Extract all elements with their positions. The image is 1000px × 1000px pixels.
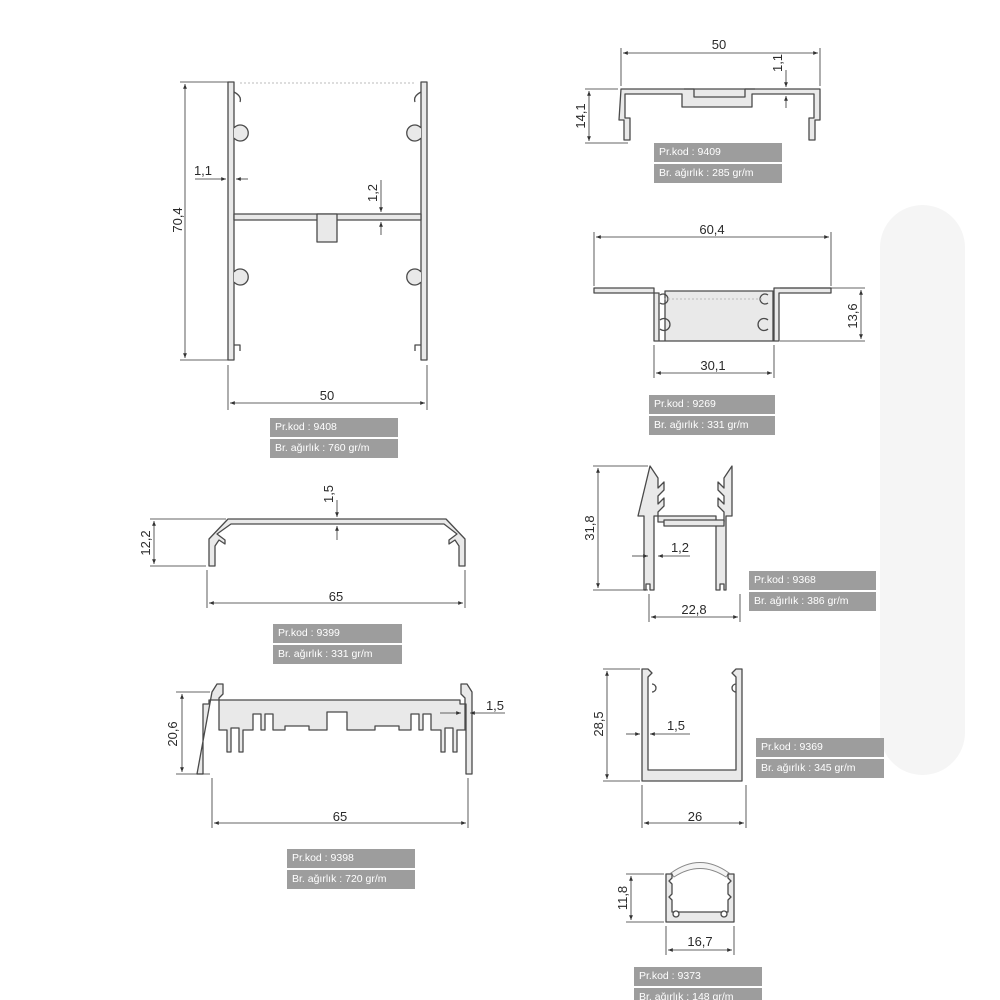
profile-9269: 60,4 13,6 30,1 <box>593 222 865 378</box>
profile-9398: 20,6 65 1,5 <box>165 683 505 828</box>
profile-9369-wall-dimension: 1,5 <box>667 718 685 733</box>
profile-9409-dimensions <box>585 48 821 144</box>
profile-9398-width-dimension: 65 <box>333 809 347 824</box>
profile-9269-top-width-dimension: 60,4 <box>699 222 724 237</box>
profile-9408-wall-dimension: 1,1 <box>194 163 212 178</box>
profile-9399: 12,2 65 1,5 <box>138 485 466 608</box>
profile-9399-shape <box>208 518 466 567</box>
unit-weight-label: Br. ağırlık : 331 gr/m <box>273 645 402 664</box>
product-code-label: Pr.kod : 9269 <box>649 395 775 414</box>
profile-9368-dimensions <box>593 465 741 622</box>
profile-9409-width-dimension: 50 <box>712 37 726 52</box>
profile-9373-height-dimension: 11,8 <box>615 886 630 910</box>
profile-9373-width-dimension: 16,7 <box>687 934 712 949</box>
product-code-label: Pr.kod : 9369 <box>756 738 884 757</box>
profile-9269-bottom-width-dimension: 30,1 <box>700 358 725 373</box>
profile-9269-shape <box>593 287 832 342</box>
profile-9373-diffuser <box>670 862 730 878</box>
product-code-label: Pr.kod : 9409 <box>654 143 782 162</box>
profile-9408-height-dimension: 70,4 <box>170 207 185 232</box>
profile-9399-dimensions <box>150 500 466 608</box>
profile-9373: 11,8 16,7 <box>615 862 735 955</box>
unit-weight-label: Br. ağırlık : 386 gr/m <box>749 592 876 611</box>
profile-9373-dimensions <box>626 873 735 955</box>
profile-9368-shape <box>637 465 733 591</box>
profile-9409-shape <box>618 88 821 141</box>
profile-9408-web-dimension: 1,2 <box>365 184 380 202</box>
unit-weight-label: Br. ağırlık : 285 gr/m <box>654 164 782 183</box>
profile-9399-height-dimension: 12,2 <box>138 530 153 555</box>
profile-9409-height-dimension: 14,1 <box>573 103 588 128</box>
profile-9368-height-dimension: 31,8 <box>582 515 597 540</box>
product-code-label: Pr.kod : 9408 <box>270 418 398 437</box>
profile-9369-shape <box>641 668 743 782</box>
profile-9269-dimensions <box>593 232 865 378</box>
product-code-label: Pr.kod : 9398 <box>287 849 415 868</box>
profile-9369: 28,5 1,5 26 <box>591 668 747 828</box>
profile-9409: 50 14,1 1,1 <box>573 37 821 144</box>
profile-9408-dimensions <box>180 81 428 410</box>
unit-weight-label: Br. ağırlık : 331 gr/m <box>649 416 775 435</box>
profile-9398-height-dimension: 20,6 <box>165 721 180 746</box>
product-code-label: Pr.kod : 9399 <box>273 624 402 643</box>
product-code-label: Pr.kod : 9373 <box>634 967 762 986</box>
profile-9398-dimensions <box>176 691 505 828</box>
profile-9409-wall-dimension: 1,1 <box>770 54 785 72</box>
profile-9408-width-dimension: 50 <box>320 388 334 403</box>
unit-weight-label: Br. ağırlık : 720 gr/m <box>287 870 415 889</box>
unit-weight-label: Br. ağırlık : 345 gr/m <box>756 759 884 778</box>
profile-9369-height-dimension: 28,5 <box>591 711 606 736</box>
profile-9373-shape <box>665 873 735 923</box>
profile-9369-dimensions <box>603 668 747 828</box>
profile-9369-width-dimension: 26 <box>688 809 702 824</box>
profile-9398-wall-dimension: 1,5 <box>486 698 504 713</box>
profile-9368: 31,8 1,2 22,8 <box>582 465 741 622</box>
profile-9408: 70,4 50 1,1 1,2 <box>170 81 428 410</box>
unit-weight-label: Br. ağırlık : 148 gr/m <box>634 988 762 1000</box>
profile-9399-wall-dimension: 1,5 <box>321 485 336 503</box>
profile-9368-wall-dimension: 1,2 <box>671 540 689 555</box>
profile-9408-shape <box>227 81 428 361</box>
background-shape <box>880 205 965 775</box>
product-code-label: Pr.kod : 9368 <box>749 571 876 590</box>
profile-9368-width-dimension: 22,8 <box>681 602 706 617</box>
profile-9399-width-dimension: 65 <box>329 589 343 604</box>
profile-9398-shape <box>196 683 473 775</box>
unit-weight-label: Br. ağırlık : 760 gr/m <box>270 439 398 458</box>
profile-9269-height-dimension: 13,6 <box>845 303 860 328</box>
